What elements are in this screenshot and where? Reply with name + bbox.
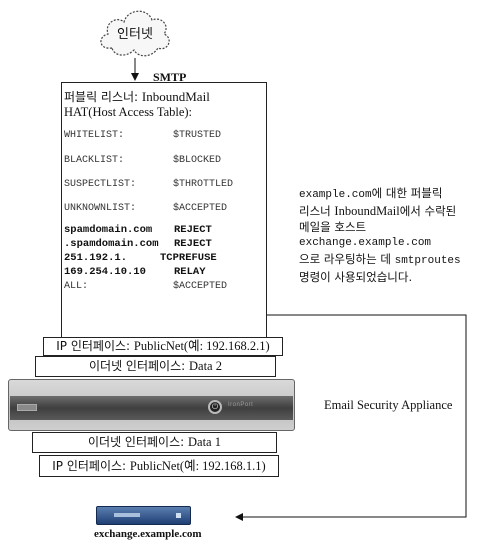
hat-row: UNKNOWNLIST:$ACCEPTED [64,203,228,214]
appliance-front-panel [10,396,293,420]
ethernet-interface-bottom: 이더넷 인터페이스: Data 1 [32,432,277,453]
appliance-label: Email Security Appliance [324,398,453,412]
appliance-brand: IronPort [228,402,254,408]
hat-row: 251.192.1.TCPREFUSE [64,252,217,264]
hat-row: ALL:$ACCEPTED [64,281,228,292]
ethernet-interface-top: 이더넷 인터페이스: Data 2 [35,356,276,377]
power-icon: ⏻ [208,400,222,414]
smtp-label: SMTP [153,70,187,84]
route-arrow [235,314,467,521]
ip-interface-top: IP 인터페이스: PublicNet(예: 192.168.2.1) [43,337,283,356]
drive-slot-icon [17,404,37,411]
server-slot [114,513,140,517]
hat-row: SUSPECTLIST:$THROTTLED [64,179,234,190]
hat-row: WHITELIST:$TRUSTED [64,130,222,141]
server-icon [96,506,191,525]
server-label: exchange.example.com [94,528,202,540]
hat-title: HAT(Host Access Table): [64,105,193,119]
internet-label: 인터넷 [117,27,153,42]
server-light [176,513,181,518]
ip-interface-bottom: IP 인터페이스: PublicNet(예: 192.168.1.1) [39,455,279,477]
hat-row: BLACKLIST:$BLOCKED [64,155,222,166]
routing-note: example.com에 대한 퍼블릭 리스너 InboundMail에서 수락… [299,186,461,284]
listener-title: 퍼블릭 리스너: InboundMail [64,89,210,104]
cloud-icon [100,10,170,57]
